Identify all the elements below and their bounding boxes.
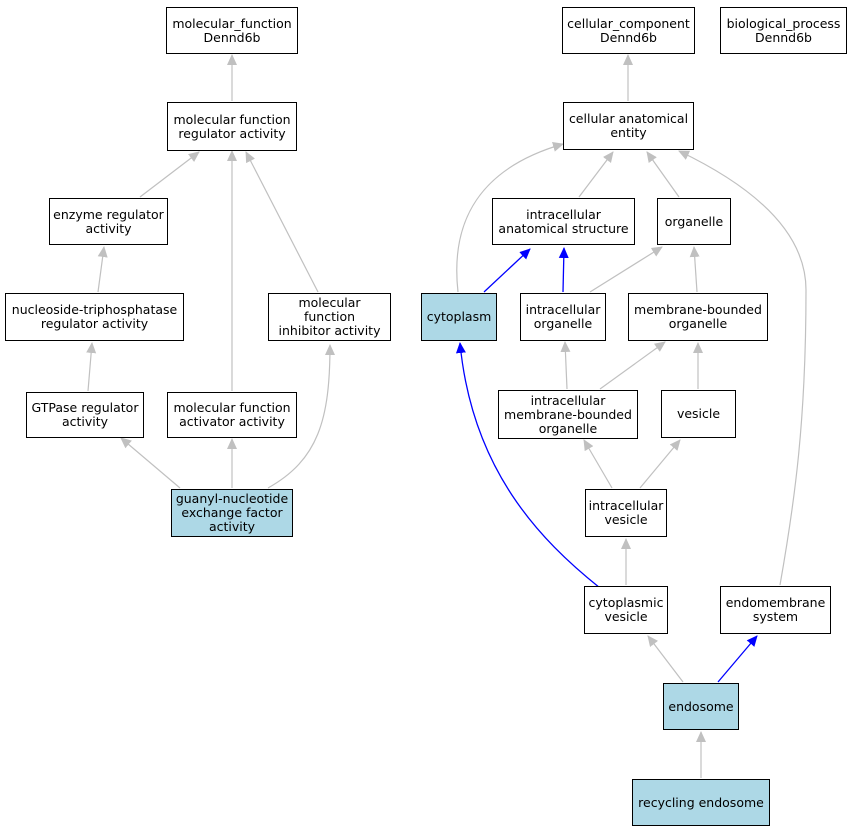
edge-mfinhib-mfreg: [245, 151, 319, 293]
node-gtpase-regulator-activity[interactable]: GTPase regulator activity: [26, 392, 144, 438]
edge-introrg-ias[interactable]: [558, 247, 569, 293]
edge-gef-gtpase: [120, 437, 181, 489]
node-recycling-endosome[interactable]: recycling endosome: [632, 779, 770, 826]
node-molecular-function-inhibitor-activity[interactable]: molecular function inhibitor activity: [268, 293, 391, 341]
node-biological-process-root[interactable]: biological_process Dennd6b: [720, 7, 847, 54]
edge-imbo-mbo: [599, 341, 666, 390]
node-molecular-function-activator-activity[interactable]: molecular function activator activity: [167, 392, 297, 438]
edge-gtpase-ntpreg: [86, 342, 97, 392]
node-nucleoside-triphosphatase-regulator-activity[interactable]: nucleoside-triphosphatase regulator acti…: [5, 293, 184, 341]
edge-gef-mfinhib: [267, 344, 335, 489]
edge-ias-cae: [578, 151, 614, 198]
node-molecular-function-regulator-activity[interactable]: molecular function regulator activity: [167, 102, 297, 151]
edge-intraves-imbo: [583, 439, 613, 489]
edge-ntpreg-enzreg: [97, 246, 108, 293]
node-cytoplasm[interactable]: cytoplasm: [421, 293, 497, 341]
edge-organelle-cae: [646, 151, 680, 198]
node-intracellular-organelle[interactable]: intracellular organelle: [520, 293, 606, 341]
edge-endomem-cae: [678, 150, 807, 586]
node-cytoplasmic-vesicle[interactable]: cytoplasmic vesicle: [584, 586, 668, 634]
edge-introrg-organelle: [589, 246, 663, 293]
edge-enzreg-mfreg: [139, 151, 200, 198]
edge-intraves-vesicle: [639, 439, 681, 489]
node-organelle[interactable]: organelle: [657, 198, 731, 245]
edge-endosome-endomem[interactable]: [717, 635, 758, 683]
node-cellular-anatomical-entity[interactable]: cellular anatomical entity: [563, 102, 694, 150]
edge-endosome-cytoves: [647, 635, 684, 683]
node-guanyl-nucleotide-exchange-factor-activity[interactable]: guanyl-nucleotide exchange factor activi…: [171, 489, 293, 537]
edge-mbo-organelle: [689, 246, 700, 293]
node-enzyme-regulator-activity[interactable]: enzyme regulator activity: [49, 198, 168, 245]
edge-cytoplasm-ias[interactable]: [483, 248, 531, 293]
node-endomembrane-system[interactable]: endomembrane system: [720, 586, 831, 634]
node-intracellular-vesicle[interactable]: intracellular vesicle: [585, 489, 667, 537]
edge-cytoves-cytoplasm[interactable]: [455, 342, 601, 589]
node-endosome[interactable]: endosome: [663, 683, 739, 730]
node-membrane-bounded-organelle[interactable]: membrane-bounded organelle: [628, 293, 768, 341]
edge-cytoplasm-cae: [456, 141, 564, 293]
node-cellular-component-root[interactable]: cellular_component Dennd6b: [562, 7, 695, 54]
node-molecular-function-root[interactable]: molecular_function Dennd6b: [166, 7, 298, 54]
edge-imbo-introrg: [560, 341, 571, 390]
node-vesicle[interactable]: vesicle: [661, 390, 736, 438]
node-intracellular-membrane-bounded-organelle[interactable]: intracellular membrane-bounded organelle: [498, 390, 638, 439]
node-intracellular-anatomical-structure[interactable]: intracellular anatomical structure: [492, 198, 635, 245]
